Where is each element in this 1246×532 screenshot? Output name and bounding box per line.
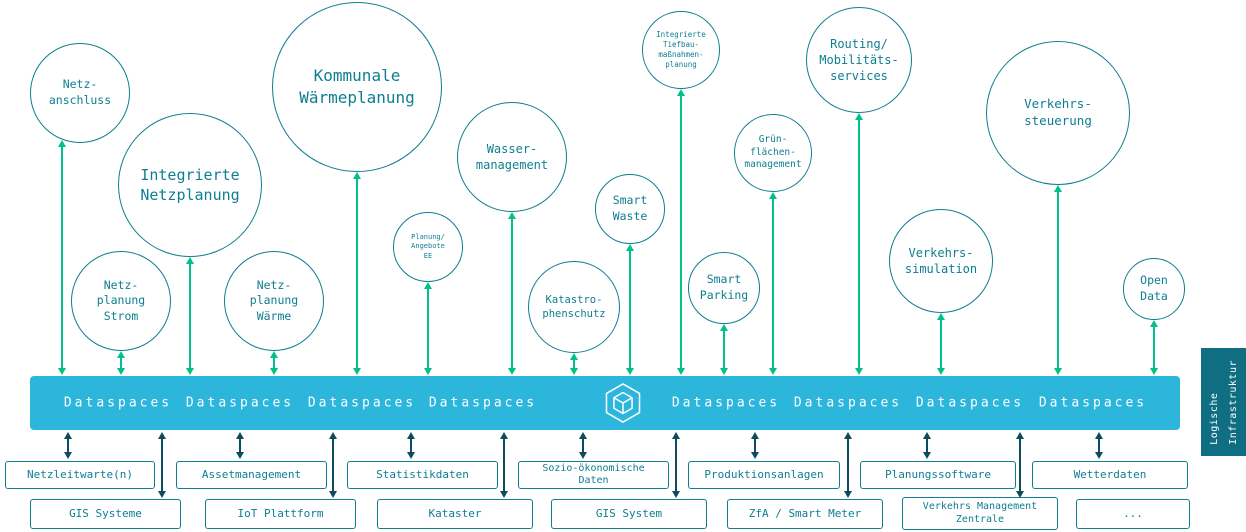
arrow-dataspaces-netzleitwarte bbox=[64, 432, 72, 459]
arrow-dataspaces-gis-system bbox=[672, 432, 680, 498]
bubble-gruenflaechenmanagement: Grün- flächen- management bbox=[734, 114, 812, 192]
arrow-integrierte-netzplanung-dataspaces bbox=[186, 257, 194, 375]
system-box-produktionsanlagen: Produktionsanlagen bbox=[688, 461, 840, 489]
arrow-dataspaces-assetmanagement bbox=[236, 432, 244, 459]
dataspaces-bar: Dataspaces Dataspaces Dataspaces Dataspa… bbox=[30, 376, 1180, 430]
bubble-smart-parking: Smart Parking bbox=[688, 252, 760, 324]
arrow-dataspaces-sozio-daten bbox=[579, 432, 587, 459]
bubble-netzplanung-strom: Netz- planung Strom bbox=[71, 251, 171, 351]
arrow-tiefbau-dataspaces bbox=[677, 89, 685, 375]
arrow-kommunale-waermeplanung-dataspaces bbox=[353, 172, 361, 375]
system-box-zfa-smart-meter: ZfA / Smart Meter bbox=[727, 499, 883, 529]
arrow-dataspaces-verkehrs-management bbox=[1016, 432, 1024, 498]
dataspaces-label: Dataspaces bbox=[63, 395, 173, 411]
dataspaces-label: Dataspaces bbox=[793, 395, 903, 411]
bubble-routing-mobilitaetsservices: Routing/ Mobilitäts- services bbox=[806, 7, 912, 113]
dataspaces-logo-icon bbox=[602, 381, 644, 425]
system-box-kataster: Kataster bbox=[377, 499, 533, 529]
bubble-integrierte-tiefbaumassnahmenplanung: Integrierte Tiefbau- maßnahmen-planung bbox=[642, 11, 720, 89]
system-box-assetmanagement: Assetmanagement bbox=[176, 461, 327, 489]
arrow-dataspaces-wetterdaten bbox=[1095, 432, 1103, 459]
arrow-gruenflaechen-dataspaces bbox=[769, 192, 777, 375]
arrow-dataspaces-iot-plattform bbox=[329, 432, 337, 498]
arrow-wassermanagement-dataspaces bbox=[508, 212, 516, 375]
arrow-dataspaces-kataster bbox=[500, 432, 508, 498]
bubble-netzplanung-waerme: Netz- planung Wärme bbox=[224, 251, 324, 351]
bubble-open-data: Open Data bbox=[1123, 258, 1185, 320]
bubble-planung-angebote-ee: Planung/ Angebote EE bbox=[393, 212, 463, 282]
bubble-netzanschluss: Netz- anschluss bbox=[30, 43, 130, 143]
bubble-kommunale-waermeplanung: Kommunale Wärmeplanung bbox=[272, 2, 442, 172]
arrow-dataspaces-produktionsanlagen bbox=[751, 432, 759, 459]
system-box-planungssoftware: Planungssoftware bbox=[860, 461, 1016, 489]
arrow-smart-parking-dataspaces bbox=[720, 324, 728, 375]
arrow-dataspaces-statistikdaten bbox=[407, 432, 415, 459]
arrow-netzplanung-waerme-dataspaces bbox=[270, 351, 278, 375]
bubble-katastrophenschutz: Katastro- phenschutz bbox=[528, 261, 620, 353]
system-box-verkehrs-management-zentrale: Verkehrs Management Zentrale bbox=[902, 497, 1058, 530]
dataspaces-label: Dataspaces bbox=[185, 395, 295, 411]
arrow-dataspaces-planungssoftware bbox=[923, 432, 931, 459]
arrow-open-data-dataspaces bbox=[1150, 320, 1158, 375]
dataspaces-label: Dataspaces bbox=[915, 395, 1025, 411]
bubble-wassermanagement: Wasser- management bbox=[457, 102, 567, 212]
arrow-verkehrssteuerung-dataspaces bbox=[1054, 185, 1062, 375]
arrow-routing-dataspaces bbox=[855, 113, 863, 375]
dataspaces-label: Dataspaces bbox=[428, 395, 538, 411]
arrow-planung-angebote-ee-dataspaces bbox=[424, 282, 432, 375]
system-box-wetterdaten: Wetterdaten bbox=[1032, 461, 1188, 489]
logische-infrastruktur-label: Logische Infrastruktur bbox=[1208, 359, 1239, 445]
arrow-netzanschluss-dataspaces bbox=[58, 140, 66, 375]
arrow-verkehrssimulation-dataspaces bbox=[937, 313, 945, 375]
logische-infrastruktur-band: Logische Infrastruktur bbox=[1201, 348, 1246, 456]
system-box-gis-system: GIS System bbox=[551, 499, 707, 529]
arrow-netzplanung-strom-dataspaces bbox=[117, 351, 125, 375]
bubble-verkehrssimulation: Verkehrs- simulation bbox=[889, 209, 993, 313]
system-box-statistikdaten: Statistikdaten bbox=[347, 461, 498, 489]
system-box-netzleitwarte: Netzleitwarte(n) bbox=[5, 461, 155, 489]
system-box-gis-systeme: GIS Systeme bbox=[30, 499, 181, 529]
dataspaces-label: Dataspaces bbox=[307, 395, 417, 411]
dataspaces-label: Dataspaces bbox=[1038, 395, 1148, 411]
dataspaces-label: Dataspaces bbox=[671, 395, 781, 411]
system-box-sozio-oekonomische-daten: Sozio-ökonomische Daten bbox=[518, 461, 669, 489]
bubble-smart-waste: Smart Waste bbox=[595, 174, 665, 244]
bubble-integrierte-netzplanung: Integrierte Netzplanung bbox=[118, 113, 262, 257]
arrow-dataspaces-zfa-smart-meter bbox=[844, 432, 852, 498]
arrow-dataspaces-gis-systeme bbox=[158, 432, 166, 498]
arrow-katastrophenschutz-dataspaces bbox=[570, 353, 578, 375]
system-box-iot-plattform: IoT Plattform bbox=[205, 499, 356, 529]
bubble-verkehrssteuerung: Verkehrs- steuerung bbox=[986, 41, 1130, 185]
arrow-smart-waste-dataspaces bbox=[626, 244, 634, 375]
system-box-ellipsis: ... bbox=[1076, 499, 1190, 529]
